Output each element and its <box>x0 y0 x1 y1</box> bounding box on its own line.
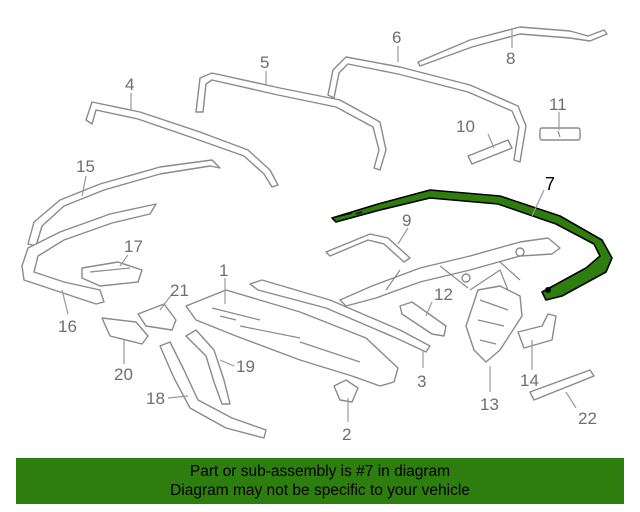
banner-line-2: Diagram may not be specific to your vehi… <box>170 482 470 499</box>
callout-17: 17 <box>124 237 143 256</box>
info-banner: Part or sub-assembly is #7 in diagram Di… <box>16 458 624 504</box>
callout-12: 12 <box>434 285 453 304</box>
part-3-rail <box>249 279 431 353</box>
part-22-rail <box>529 369 595 401</box>
callout-6: 6 <box>392 28 401 47</box>
part-20-bracket <box>101 317 149 345</box>
part-6-bow <box>327 56 527 163</box>
part-10-seal <box>467 139 513 165</box>
part-11-label <box>539 127 581 141</box>
callout-14: 14 <box>520 371 539 390</box>
part-16-frame <box>21 203 157 305</box>
part-4-bow <box>85 101 279 188</box>
callout-20: 20 <box>114 365 133 384</box>
callout-22: 22 <box>578 409 597 428</box>
part-8-rod <box>417 26 608 67</box>
callout-11: 11 <box>549 95 567 114</box>
callout-19: 19 <box>236 357 255 376</box>
callout-13: 13 <box>480 395 499 414</box>
callout-7: 7 <box>545 174 555 194</box>
part-18-rail <box>159 341 267 439</box>
part-12-arm <box>399 301 447 337</box>
banner-line-1: Part or sub-assembly is #7 in diagram <box>189 463 451 480</box>
part-1-panel <box>185 289 399 387</box>
callout-10: 10 <box>456 117 475 136</box>
callout-21: 21 <box>170 281 189 300</box>
leader-lines <box>61 30 577 422</box>
part-21-bracket <box>137 303 177 331</box>
callout-labels: 1 2 3 4 5 6 7 8 9 10 11 12 13 14 15 16 1… <box>58 28 597 444</box>
callout-2: 2 <box>342 425 351 444</box>
part-14-bracket <box>517 313 557 349</box>
callout-5: 5 <box>260 53 269 72</box>
part-19-rail <box>185 329 231 405</box>
part-7-highlighted[interactable] <box>331 189 613 301</box>
callout-16: 16 <box>58 317 77 336</box>
callout-15: 15 <box>76 157 95 176</box>
parts-diagram: 1 2 3 4 5 6 7 8 9 10 11 12 13 14 15 16 1… <box>21 26 613 444</box>
part-15-header <box>27 159 221 247</box>
linkage-assembly <box>339 237 561 307</box>
callout-18: 18 <box>146 389 165 408</box>
callout-1: 1 <box>219 261 228 280</box>
callout-9: 9 <box>402 211 411 230</box>
callout-4: 4 <box>125 75 134 94</box>
part-17-bracket <box>81 261 143 287</box>
callout-8: 8 <box>506 49 515 68</box>
part-5-bow <box>195 72 387 171</box>
part-2-clip <box>333 379 359 403</box>
callout-3: 3 <box>417 372 426 391</box>
part-9-link <box>325 233 411 263</box>
part-13-bracket <box>465 285 523 363</box>
